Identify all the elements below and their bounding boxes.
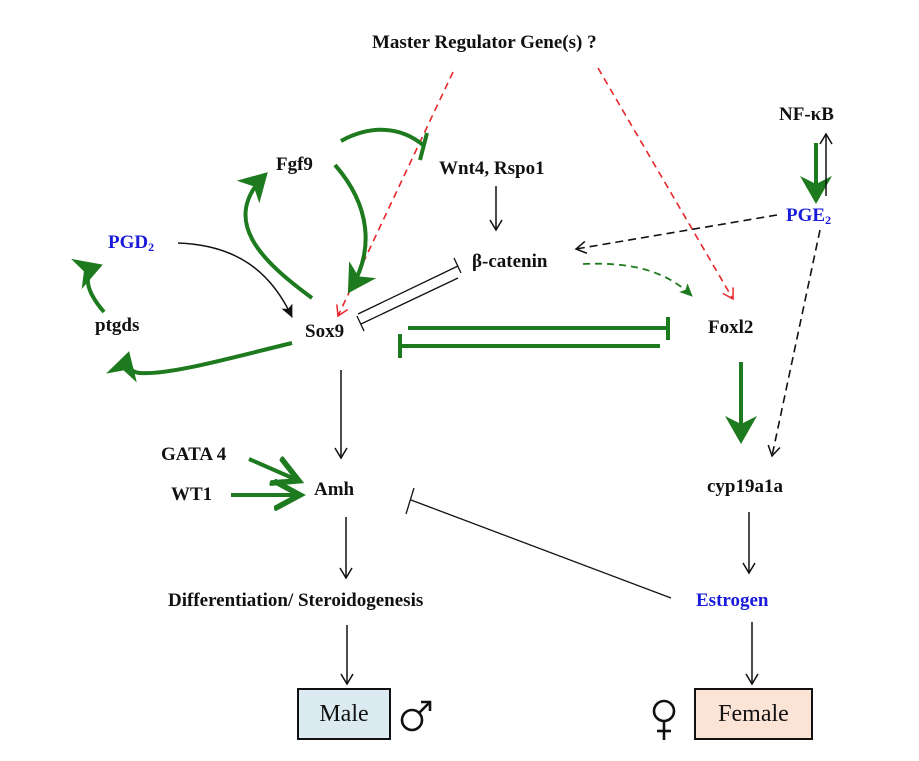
edge-pge2-to-cyp19a1a — [767, 229, 821, 458]
node-pgd2: PGD2 — [108, 233, 154, 253]
edge-estrogen-inhibits-amh — [410, 499, 672, 599]
pge2-label: PGE — [786, 205, 826, 226]
node-wt1: WT1 — [171, 484, 213, 505]
node-beta-catenin: β-catenin — [472, 251, 548, 272]
edge-master-to-sox9 — [336, 71, 454, 318]
node-cyp19a1a: cyp19a1a — [707, 476, 783, 497]
outcome-female-box: Female — [694, 688, 813, 740]
inhibition-bar-betacatenin — [453, 257, 462, 274]
edge-betacatenin-inhibits-sox9 — [360, 277, 459, 325]
edge-ptgds-to-pgd2 — [71, 258, 106, 314]
pgd2-label: PGD — [108, 232, 149, 253]
female-label: Female — [718, 700, 789, 727]
node-fgf9: Fgf9 — [276, 154, 313, 175]
node-pge2: PGE2 — [786, 206, 831, 226]
edge-fgf9-inhibits-wnt4 — [340, 127, 425, 147]
node-gata4: GATA 4 — [161, 444, 227, 465]
inhibition-bar-amh — [405, 487, 415, 515]
edge-pgd2-to-sox9 — [177, 242, 293, 318]
edge-pge2-to-betacatenin — [574, 214, 778, 254]
edge-sox9-to-ptgds — [106, 341, 293, 383]
node-sox9: Sox9 — [305, 321, 345, 342]
node-foxl2: Foxl2 — [708, 317, 754, 338]
node-estrogen: Estrogen — [696, 590, 769, 611]
edge-sox9-inhibits-betacatenin — [357, 265, 459, 315]
pgd2-subscript: 2 — [148, 240, 155, 254]
node-ptgds: ptgds — [95, 315, 140, 336]
female-symbol-icon — [652, 699, 676, 740]
node-differentiation: Differentiation/ Steroidogenesis — [168, 590, 424, 611]
node-nfkb: NF-κB — [779, 104, 834, 125]
node-amh: Amh — [314, 479, 355, 500]
edge-betacatenin-to-foxl2 — [582, 262, 693, 297]
outcome-male-box: Male — [297, 688, 391, 740]
edge-fgf9-to-sox9 — [333, 163, 377, 294]
inhibition-bar-wnt4 — [418, 132, 429, 161]
pge2-subscript: 2 — [825, 213, 832, 227]
inhibition-bar-sox9 — [356, 315, 365, 332]
node-wnt4-rspo1: Wnt4, Rspo1 — [439, 158, 545, 179]
edge-master-to-foxl2 — [597, 67, 734, 301]
male-symbol-icon — [400, 700, 432, 732]
edge-sox9-to-fgf9 — [236, 172, 314, 300]
node-master-regulator: Master Regulator Gene(s) ? — [372, 32, 597, 53]
edge-gata4-to-amh — [248, 459, 297, 480]
male-label: Male — [319, 700, 369, 727]
